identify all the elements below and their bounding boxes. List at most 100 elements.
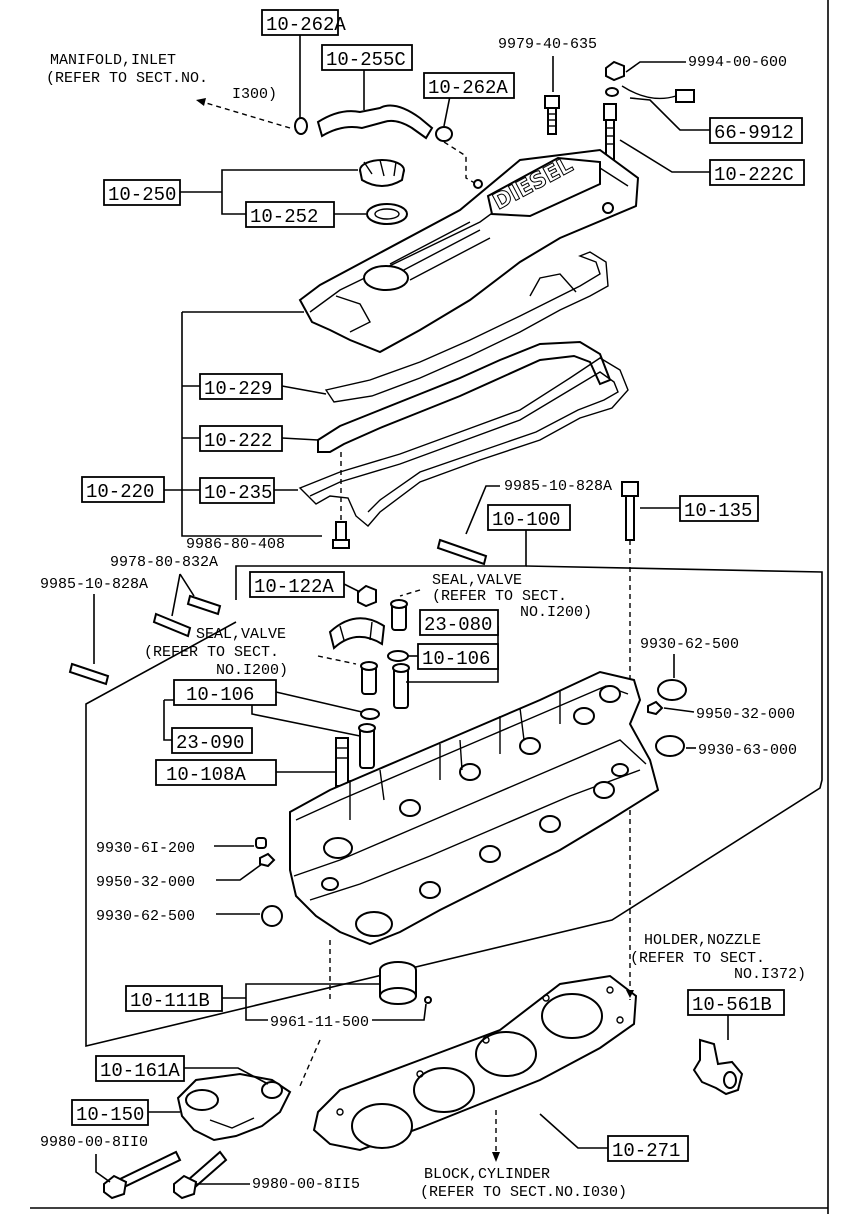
pn-9985-10-828A-right: 9985-10-828A	[504, 478, 612, 495]
pn-9930-62-500-right: 9930-62-500	[640, 636, 739, 653]
seal-valve-left-line2: (REFER TO SECT.	[144, 644, 279, 661]
oil-filler-cap-gasket-part	[366, 203, 408, 225]
assembly-line-top	[235, 530, 527, 600]
leader-9950-32-000-right	[663, 707, 695, 713]
callout-10-106-right: 10-106	[417, 643, 499, 670]
block-note-line1: BLOCK,CYLINDER	[424, 1166, 550, 1183]
leader-10-271	[539, 1113, 608, 1149]
plug-9950-32-000-right-part	[647, 700, 664, 716]
assembly-outline	[85, 565, 823, 1048]
leader-9950-32-000-left	[216, 863, 263, 881]
svg-text:10-250: 10-250	[108, 184, 176, 206]
svg-text:10-222: 10-222	[204, 430, 272, 452]
seal-valve-left-line1: SEAL,VALVE	[196, 626, 286, 643]
leader-9978-80-832A	[171, 573, 195, 617]
svg-text:10-235: 10-235	[204, 482, 272, 504]
svg-text:23-090: 23-090	[176, 732, 244, 754]
block-arrow-icon	[492, 1152, 500, 1162]
svg-text:10-161A: 10-161A	[100, 1060, 180, 1082]
callout-10-262A-top: 10-262A	[261, 9, 346, 36]
hose-clamp-left	[294, 117, 308, 135]
leader-9994-00-600	[625, 61, 686, 73]
pn-9985-10-828A-left: 9985-10-828A	[40, 576, 148, 593]
valve-seal-left-part	[360, 661, 378, 695]
heat-shield-part	[692, 1038, 744, 1096]
plug-9950-32-000-left-part	[259, 852, 276, 868]
pn-9961-11-500: 9961-11-500	[270, 1014, 369, 1031]
leader-10-229	[182, 385, 327, 395]
svg-text:10-106: 10-106	[422, 648, 490, 670]
leader-10-222C	[619, 139, 710, 173]
pn-9980-00-8110: 9980-00-8II0	[40, 1134, 148, 1151]
hose-clamp-right	[435, 126, 453, 142]
block-note-line2: (REFER TO SECT.NO.I030)	[420, 1184, 627, 1201]
callout-10-222C: 10-222C	[709, 159, 805, 186]
callout-66-9912: 66-9912	[709, 117, 803, 144]
holder-nozzle-line2: (REFER TO SECT.	[630, 950, 765, 967]
bolt-9980-00-8110-part	[103, 1150, 182, 1200]
pn-9930-62-500-left: 9930-62-500	[96, 908, 195, 925]
svg-text:10-229: 10-229	[204, 378, 272, 400]
head-bolt-10-135-part	[621, 481, 639, 541]
callout-10-150: 10-150	[71, 1099, 149, 1126]
callout-10-229: 10-229	[199, 373, 283, 400]
pn-9980-00-8115: 9980-00-8II5	[252, 1176, 360, 1193]
combustion-cup-part	[379, 961, 417, 1005]
callout-10-255C: 10-255C	[321, 44, 413, 71]
callout-10-100: 10-100	[487, 504, 571, 531]
svg-text:10-100: 10-100	[492, 509, 560, 531]
plug-9930-62-500-right-part	[657, 679, 687, 701]
stud-9978-b-part	[152, 612, 192, 638]
callout-10-161A: 10-161A	[95, 1055, 185, 1082]
o-ring-10-106-right-part	[387, 650, 409, 662]
stud-left-part	[68, 662, 110, 686]
svg-text:10-106: 10-106	[186, 684, 254, 706]
gasket-bore-1	[351, 1103, 413, 1149]
hose-part	[294, 104, 453, 142]
callout-10-220: 10-220	[81, 476, 165, 503]
svg-text:10-271: 10-271	[612, 1140, 680, 1162]
stud-9978-a-part	[186, 594, 222, 616]
manifold-arrow-icon	[196, 98, 206, 106]
callout-10-108A: 10-108A	[155, 759, 277, 786]
valve-guide-23-090-part	[358, 723, 376, 769]
leader-9985-10-828A-right	[465, 485, 500, 535]
callout-10-561B: 10-561B	[687, 989, 785, 1016]
head-gasket-part	[312, 974, 638, 1152]
pn-9986-80-408: 9986-80-408	[186, 536, 285, 553]
callout-10-235: 10-235	[199, 477, 275, 504]
valve-guide-23-080-part	[392, 663, 410, 709]
cover-bolt-part	[544, 95, 560, 135]
callout-10-222: 10-222	[199, 425, 283, 452]
manifold-note-line1: MANIFOLD,INLET	[50, 52, 176, 69]
stud-right-part	[436, 538, 488, 566]
washer-part	[605, 87, 619, 97]
seal-valve-left-line3: NO.I200)	[216, 662, 288, 679]
svg-text:10-222C: 10-222C	[714, 164, 794, 186]
oil-filler-opening	[363, 265, 409, 291]
plug-9930-62-500-left-part	[261, 905, 283, 927]
bolt-9986-80-408-part	[332, 521, 350, 549]
nut-10-122A-part	[357, 584, 377, 608]
leader-66-9912	[629, 97, 710, 131]
callout-10-262A-mid: 10-262A	[423, 72, 515, 99]
svg-text:10-561B: 10-561B	[692, 994, 772, 1016]
pn-9994-00-600: 9994-00-600	[688, 54, 787, 71]
holder-nozzle-line3: NO.I372)	[734, 966, 806, 983]
seal-valve-right-line1: SEAL,VALVE	[432, 572, 522, 589]
callout-10-250: 10-250	[103, 179, 181, 206]
svg-text:23-080: 23-080	[424, 614, 492, 636]
gasket-10-222-part	[317, 340, 612, 453]
plug-9930-61-200-part	[255, 837, 267, 849]
gasket-10-229-part	[324, 251, 609, 403]
svg-text:10-255C: 10-255C	[326, 49, 406, 71]
pn-9930-63-000: 9930-63-000	[698, 742, 797, 759]
leader-10-161A	[184, 1067, 269, 1085]
svg-text:10-262A: 10-262A	[266, 14, 346, 36]
svg-text:10-111B: 10-111B	[130, 990, 210, 1012]
holder-arrow-icon	[626, 990, 634, 998]
seal-valve-right-line3: NO.I200)	[520, 604, 592, 621]
callout-10-106-left: 10-106	[173, 679, 277, 706]
svg-text:10-150: 10-150	[76, 1104, 144, 1126]
pn-9950-32-000-left: 9950-32-000	[96, 874, 195, 891]
